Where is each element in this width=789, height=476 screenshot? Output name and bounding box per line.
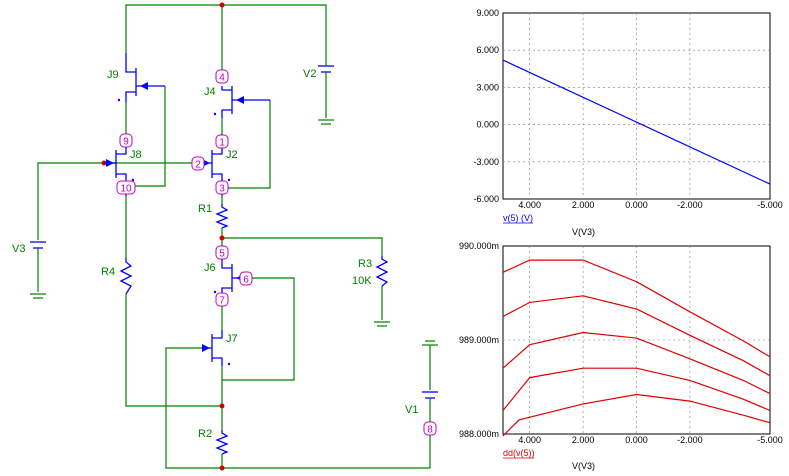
label-j7: J7 [226, 333, 238, 345]
resistor-r2[interactable] [215, 430, 229, 455]
chart-2-y-tick-label: 988.000m [459, 429, 499, 439]
chart-1-y-tick-label: 3.000 [476, 82, 499, 92]
chart-1-trace-label: v(5) (V) [503, 213, 533, 223]
label-r2: R2 [198, 428, 212, 440]
chart-1-y-tick-label: 6.000 [476, 45, 499, 55]
source-v2[interactable] [318, 46, 334, 100]
chart-2-x-axis-label: V(V3) [572, 461, 595, 471]
chart-2-y-tick-label: 989.000m [459, 335, 499, 345]
chart-2-x-tick-label: -5.000 [757, 435, 783, 445]
label-j4: J4 [204, 86, 216, 98]
node-2[interactable]: 2 [191, 156, 205, 171]
chart-1-x-axis-label: V(V3) [572, 227, 595, 237]
label-r4: R4 [101, 266, 115, 278]
chart-1-x-tick-label: 0.000 [625, 200, 648, 210]
node-8[interactable]: 8 [423, 421, 437, 436]
label-r3: R3 [358, 258, 372, 270]
wire-j7-gate-bottom [165, 347, 430, 469]
label-v1: V1 [405, 404, 418, 416]
svg-text:7: 7 [219, 296, 225, 307]
component-labels: J9 J4 J8 J2 J6 J7 R1 R2 R3 R4 V1 V2 V3 1… [12, 68, 418, 440]
chart-1-series-line-1 [502, 59, 771, 185]
wire-j9-gate-loop [132, 86, 166, 187]
resistor-r4[interactable] [119, 258, 133, 295]
node-5[interactable]: 5 [215, 245, 229, 260]
chart-1-x-tick-label: 2.000 [572, 200, 595, 210]
chart-2-series-line-3 [502, 331, 771, 395]
svg-text:1: 1 [219, 138, 225, 149]
svg-text:5: 5 [219, 249, 225, 260]
node-7[interactable]: 7 [215, 292, 229, 307]
wire-v3-to-j8-gate [37, 162, 104, 240]
chart-2-series-line-2 [502, 295, 771, 377]
wires [30, 4, 438, 469]
resistor-r3[interactable] [375, 256, 389, 287]
node-6[interactable]: 6 [239, 271, 253, 286]
node-10[interactable]: 10 [116, 180, 136, 195]
jfet-j9[interactable] [117, 53, 165, 102]
chart-2-y-tick-label: 990.000m [459, 241, 499, 251]
node-9[interactable]: 9 [119, 133, 133, 148]
chart-1-x-tick-label: -5.000 [757, 200, 783, 210]
label-j2: J2 [226, 149, 238, 161]
jfet-j4[interactable] [213, 86, 270, 118]
label-r1: R1 [198, 203, 212, 215]
label-v2: V2 [303, 68, 316, 80]
node-1[interactable]: 1 [215, 134, 229, 149]
chart-1-frame [502, 12, 771, 200]
chart-1-y-tick-label: 9.000 [476, 8, 499, 18]
junction-dot [219, 465, 225, 471]
svg-text:2: 2 [195, 160, 201, 171]
chart-2-x-tick-label: 2.000 [572, 435, 595, 445]
wire-r4-bottom [125, 294, 222, 407]
chart-1-x-tick-label: 4.000 [518, 200, 541, 210]
node-markers: 1 2 3 4 5 6 7 8 9 10 [116, 69, 437, 436]
junction-dot [219, 403, 225, 409]
jfet-j7[interactable] [202, 330, 231, 366]
chart-2-series-line-4 [502, 367, 771, 412]
node-4[interactable]: 4 [215, 69, 229, 84]
svg-text:10: 10 [120, 184, 132, 195]
label-j6: J6 [204, 262, 216, 274]
svg-text:4: 4 [219, 73, 225, 84]
source-v1[interactable] [422, 391, 438, 412]
svg-text:8: 8 [427, 425, 433, 436]
svg-text:6: 6 [243, 275, 249, 286]
chart-1-x-tick-label: -2.000 [677, 200, 703, 210]
node-3[interactable]: 3 [215, 180, 229, 195]
resistor-r1[interactable] [215, 204, 229, 229]
chart-2-x-tick-label: 4.000 [518, 435, 541, 445]
svg-text:3: 3 [219, 184, 225, 195]
label-r3-value: 10K [352, 275, 372, 287]
wire-j4-gate-loop [222, 100, 271, 189]
junction-dot [219, 235, 225, 241]
chart-1-y-tick-label: -6.000 [473, 194, 499, 204]
chart-1-y-tick-label: -3.000 [473, 157, 499, 167]
chart-2-series-line-5 [502, 393, 771, 437]
junction-dot [219, 2, 225, 8]
chart-1-y-tick-label: 0.000 [476, 120, 499, 130]
label-j8: J8 [130, 149, 142, 161]
circuit-schematic: J9 J4 J8 J2 J6 J7 R1 R2 R3 R4 V1 V2 V3 1… [12, 2, 438, 471]
wire-top-rail [125, 4, 327, 53]
svg-text:9: 9 [123, 137, 129, 148]
label-j9: J9 [107, 69, 119, 81]
chart-2-series-line-1 [502, 259, 771, 358]
chart-2-trace-label: dd(v(5)) [503, 448, 535, 458]
junction-dots [101, 2, 225, 471]
wire-node5-r3 [222, 237, 383, 256]
chart-2-x-tick-label: 0.000 [625, 435, 648, 445]
chart-2-x-tick-label: -2.000 [677, 435, 703, 445]
source-v3[interactable] [30, 241, 46, 252]
label-v3: V3 [12, 243, 25, 255]
wire-j6-gate-loop [222, 277, 295, 381]
